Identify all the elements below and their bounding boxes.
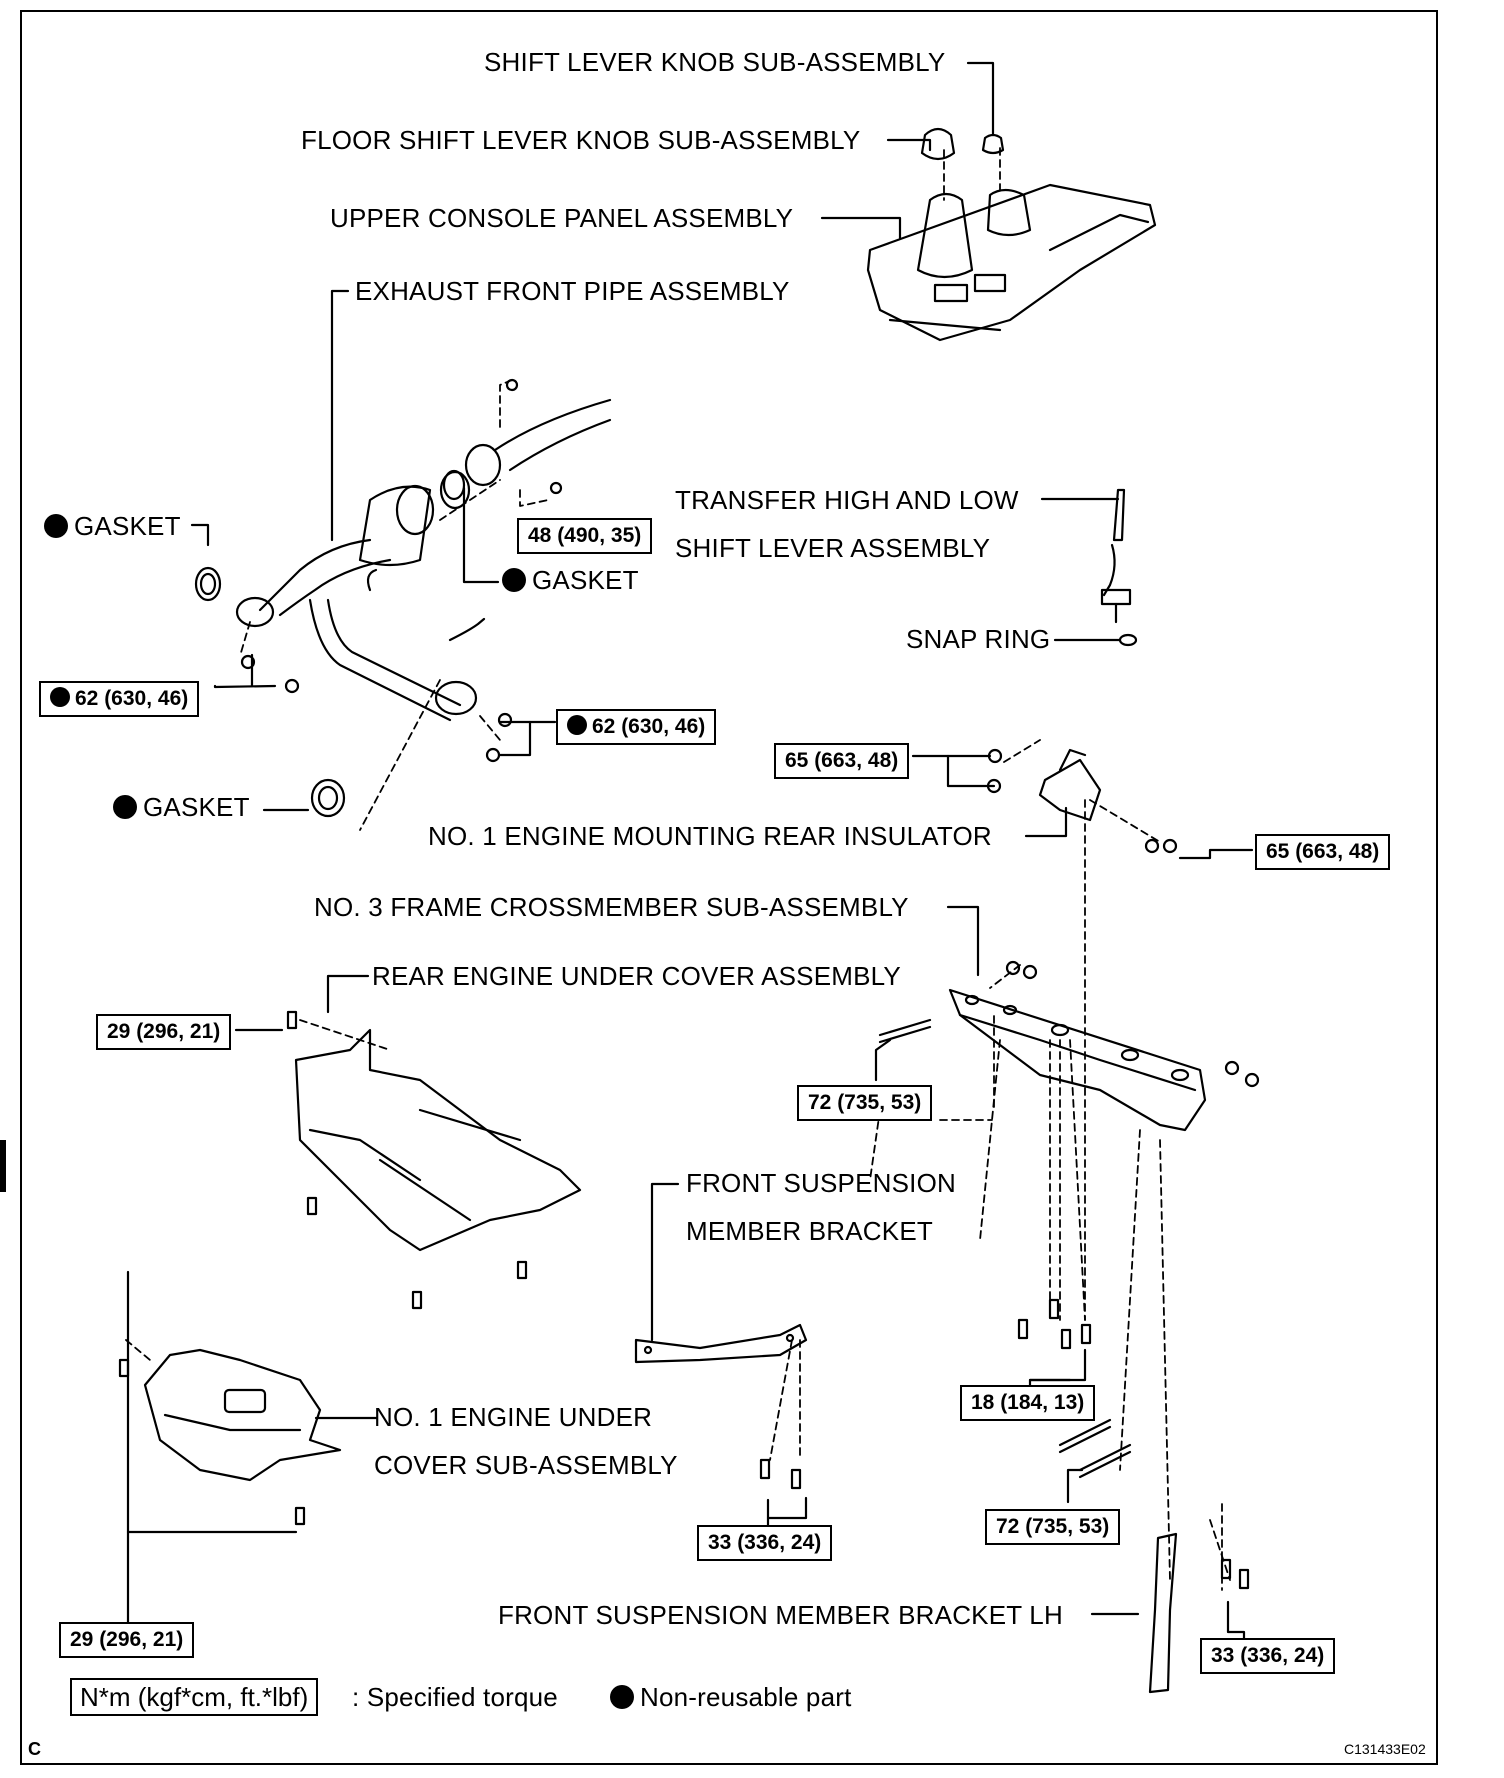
shift-knob-parts [920,127,1005,161]
figure-code: C131433E02 [1344,1741,1426,1757]
label-transfer-lever-1: TRANSFER HIGH AND LOW [675,485,1019,515]
crossmember-drawing [878,960,1260,1132]
label-no1-under-cover-2: COVER SUB-ASSEMBLY [374,1450,678,1480]
front-susp-bracket-drawing [634,1323,808,1490]
label-gasket-left: GASKET [44,511,181,541]
section-letter: C [28,1739,42,1759]
no1-under-cover-drawing [118,1348,342,1526]
diagram-frame [20,10,1438,1765]
torque-rear-cover: 29 (296, 21) [96,1014,232,1050]
crossmember-bolts-drawing [1017,1298,1132,1479]
non-reusable-dot-icon [44,514,68,538]
label-gasket-low: GASKET [113,792,250,822]
label-front-susp-bracket-1: FRONT SUSPENSION [686,1168,956,1198]
rear-under-cover-drawing [286,1010,582,1310]
margin-marker [0,1140,6,1192]
torque-exhaust-flange: 48 (490, 35) [517,518,653,554]
upper-console-panel-drawing [866,183,1157,342]
label-mounting-insulator: NO. 1 ENGINE MOUNTING REAR INSULATOR [428,821,992,851]
label-snap-ring: SNAP RING [906,624,1051,654]
non-reusable-dot-icon [567,715,587,735]
torque-no1-cover: 29 (296, 21) [59,1622,195,1658]
bracket-lh-drawing [1148,1532,1250,1694]
transfer-lever-drawing [1100,488,1138,647]
alignment-lines [125,147,1231,1591]
label-upper-console: UPPER CONSOLE PANEL ASSEMBLY [330,203,794,233]
torque-mount-right: 65 (663, 48) [1255,834,1391,870]
label-exhaust-pipe: EXHAUST FRONT PIPE ASSEMBLY [355,276,790,306]
torque-mount-left: 65 (663, 48) [774,743,910,779]
non-reusable-dot-icon [502,568,526,592]
non-reusable-dot-icon [610,1685,634,1709]
label-gasket-mid: GASKET [502,565,639,595]
torque-exhaust-right: 62 (630, 46) [556,709,717,745]
label-crossmember: NO. 3 FRAME CROSSMEMBER SUB-ASSEMBLY [314,892,909,922]
non-reusable-dot-icon [50,687,70,707]
non-reusable-dot-icon [113,795,137,819]
label-transfer-lever-2: SHIFT LEVER ASSEMBLY [675,533,991,563]
exhaust-pipe-drawing [194,378,612,818]
legend-torque-unit: N*m (kgf*cm, ft.*lbf) [70,1678,319,1716]
label-front-susp-bracket-2: MEMBER BRACKET [686,1216,933,1246]
mounting-insulator-drawing [986,748,1178,854]
leader-lines [126,61,1254,1652]
legend-nonreusable: Non-reusable part [610,1682,852,1712]
label-rear-under-cover: REAR ENGINE UNDER COVER ASSEMBLY [372,961,901,991]
torque-cross-bolt-low: 72 (735, 53) [985,1509,1121,1545]
torque-susp-bracket: 33 (336, 24) [697,1525,833,1561]
label-front-susp-bracket-lh: FRONT SUSPENSION MEMBER BRACKET LH [498,1600,1063,1630]
torque-exhaust-left: 62 (630, 46) [39,681,200,717]
torque-bracket-lh: 33 (336, 24) [1200,1638,1336,1674]
torque-cross-lower: 18 (184, 13) [960,1385,1096,1421]
label-floor-shift-knob: FLOOR SHIFT LEVER KNOB SUB-ASSEMBLY [301,125,861,155]
legend-torque-desc: : Specified torque [352,1682,558,1712]
label-shift-lever-knob: SHIFT LEVER KNOB SUB-ASSEMBLY [484,47,946,77]
label-no1-under-cover-1: NO. 1 ENGINE UNDER [374,1402,653,1432]
torque-cross-bolt-top: 72 (735, 53) [797,1085,933,1121]
